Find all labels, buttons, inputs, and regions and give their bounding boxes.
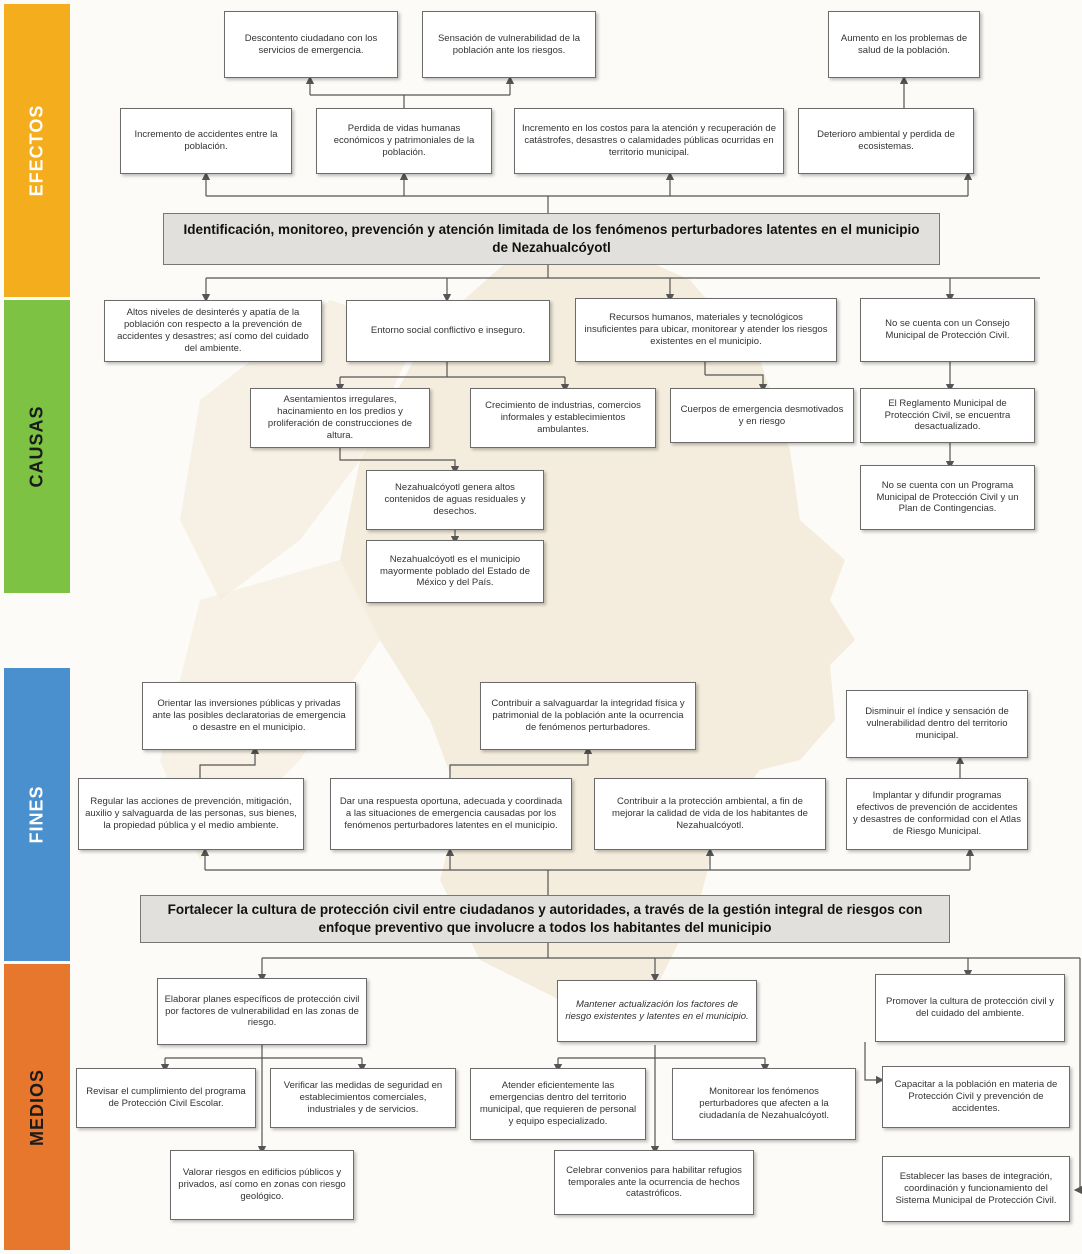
section-bar-efectos: EFECTOS: [4, 4, 70, 297]
medio-box: Mantener actualización los factores de r…: [557, 980, 757, 1042]
efecto-box: Incremento en los costos para la atenció…: [514, 108, 784, 174]
fin-box: Implantar y difundir programas efectivos…: [846, 778, 1028, 850]
fin-box: Regular las acciones de prevención, miti…: [78, 778, 304, 850]
causa-box: Recursos humanos, materiales y tecnológi…: [575, 298, 837, 362]
medio-box: Monitorear los fenómenos perturbadores q…: [672, 1068, 856, 1140]
section-bar-causas: CAUSAS: [4, 300, 70, 593]
causa-box: Asentamientos irregulares, hacinamiento …: [250, 388, 430, 448]
causa-box: Altos niveles de desinterés y apatía de …: [104, 300, 322, 362]
causa-box: Cuerpos de emergencia desmotivados y en …: [670, 388, 854, 443]
medio-box: Celebrar convenios para habilitar refugi…: [554, 1150, 754, 1215]
efecto-box: Incremento de accidentes entre la poblac…: [120, 108, 292, 174]
causa-box: No se cuenta con un Consejo Municipal de…: [860, 298, 1035, 362]
fin-box: Orientar las inversiones públicas y priv…: [142, 682, 356, 750]
efecto-box: Sensación de vulnerabilidad de la poblac…: [422, 11, 596, 78]
causa-box: No se cuenta con un Programa Municipal d…: [860, 465, 1035, 530]
section-bar-medios: MEDIOS: [4, 964, 70, 1250]
fin-box: Contribuir a la protección ambiental, a …: [594, 778, 826, 850]
medio-box: Valorar riesgos en edificios públicos y …: [170, 1150, 354, 1220]
causa-box: Entorno social conflictivo e inseguro.: [346, 300, 550, 362]
central-problem: Identificación, monitoreo, prevención y …: [163, 213, 940, 265]
causa-box: Crecimiento de industrias, comercios inf…: [470, 388, 656, 448]
efecto-box: Aumento en los problemas de salud de la …: [828, 11, 980, 78]
medio-box: Revisar el cumplimiento del programa de …: [76, 1068, 256, 1128]
causa-box: Nezahualcóyotl genera altos contenidos d…: [366, 470, 544, 530]
fin-box: Disminuir el índice y sensación de vulne…: [846, 690, 1028, 758]
central-objective: Fortalecer la cultura de protección civi…: [140, 895, 950, 943]
causa-box: Nezahualcóyotl es el municipio mayorment…: [366, 540, 544, 603]
medio-box: Verificar las medidas de seguridad en es…: [270, 1068, 456, 1128]
fin-box: Dar una respuesta oportuna, adecuada y c…: [330, 778, 572, 850]
medio-box: Establecer las bases de integración, coo…: [882, 1156, 1070, 1222]
efecto-box: Perdida de vidas humanas económicos y pa…: [316, 108, 492, 174]
medio-box: Atender eficientemente las emergencias d…: [470, 1068, 646, 1140]
medio-box: Promover la cultura de protección civil …: [875, 974, 1065, 1042]
medio-box: Capacitar a la población en materia de P…: [882, 1066, 1070, 1128]
efecto-box: Deterioro ambiental y perdida de ecosist…: [798, 108, 974, 174]
fin-box: Contribuir a salvaguardar la integridad …: [480, 682, 696, 750]
causa-box: El Reglamento Municipal de Protección Ci…: [860, 388, 1035, 443]
section-bar-fines: FINES: [4, 668, 70, 961]
efecto-box: Descontento ciudadano con los servicios …: [224, 11, 398, 78]
medio-box: Elaborar planes específicos de protecció…: [157, 978, 367, 1045]
